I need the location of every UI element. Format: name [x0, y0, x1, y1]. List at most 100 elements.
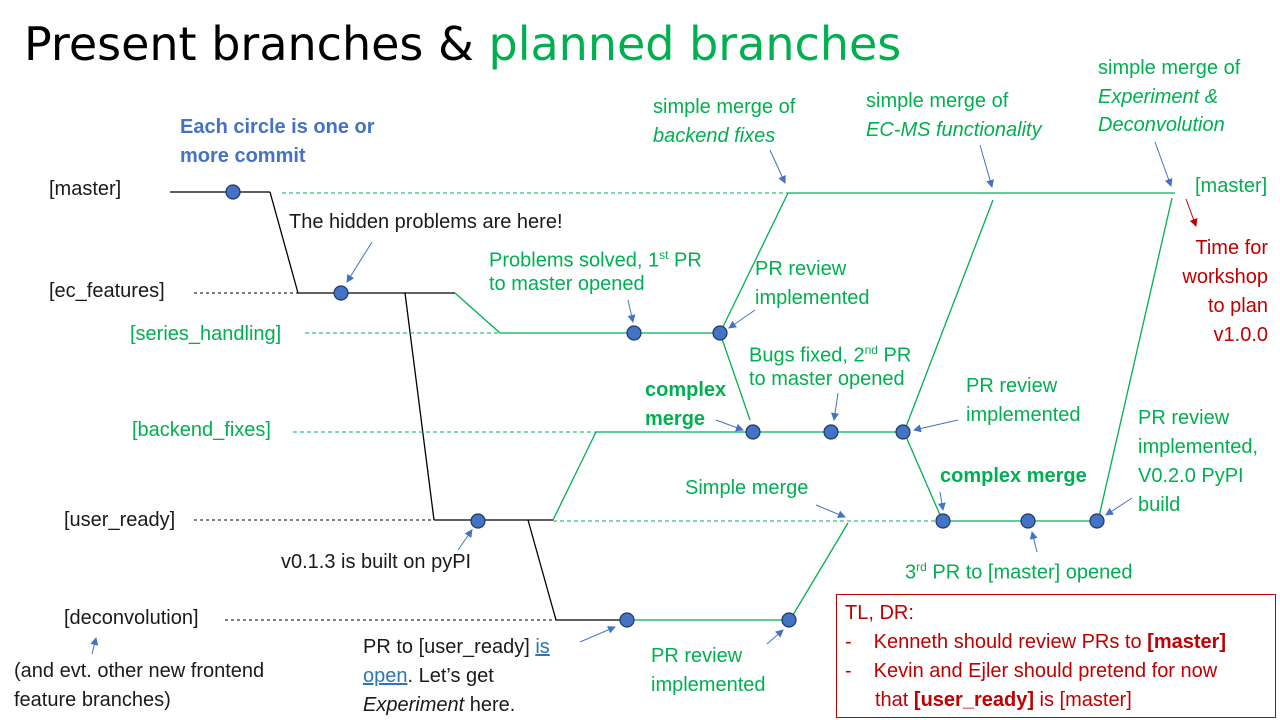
commit-series-2: [712, 325, 728, 341]
note-bugs-fixed-2: to master opened: [749, 368, 905, 390]
note-circle-2: more commit: [180, 145, 306, 167]
commit-master: [225, 184, 241, 200]
arrow-pr-review-2: [913, 419, 959, 433]
user-ready-to-deconv-line: [527, 519, 557, 621]
branch-label-master-right: [master]: [1195, 175, 1268, 197]
bugs-fixed-sup: nd: [864, 343, 878, 357]
commit-deconv-2: [781, 612, 797, 628]
existing-branch-lines: [170, 191, 628, 621]
note-pr-review-4a: PR review: [651, 645, 743, 667]
note-workshop-2: workshop: [1182, 266, 1268, 288]
commit-user-ready-4: [1089, 513, 1105, 529]
commit-user-ready-2: [935, 513, 951, 529]
note-pr-review-1b: implemented: [755, 287, 870, 309]
arrow-other-frontend: [90, 637, 99, 655]
title-planned: planned branches: [488, 17, 902, 71]
series-to-backend: [719, 332, 751, 421]
branch-label-master: [master]: [49, 178, 122, 200]
commit-series-1: [626, 325, 642, 341]
bugs-fixed-text: Bugs fixed, 2: [749, 344, 865, 367]
branch-leaders: [194, 292, 556, 621]
note-complex-merge-2: merge: [645, 408, 706, 430]
arrow-third-pr: [1029, 531, 1038, 553]
note-pr-review-1a: PR review: [755, 258, 847, 280]
problems-solved-sup: st: [659, 248, 669, 262]
commits: [225, 184, 1105, 628]
tldr-item-2-that: that: [875, 689, 914, 711]
arrow-merge-ecms: [979, 144, 994, 188]
commit-user-ready-3: [1020, 513, 1036, 529]
note-pr-review-4b: implemented: [651, 674, 766, 696]
backend-to-master: [903, 199, 994, 433]
ec-to-user-ready-line: [404, 292, 435, 521]
note-problems-solved-1: Problems solved, 1st PR: [489, 241, 702, 276]
tldr-item-1: -Kenneth should review PRs to [master]: [845, 628, 1267, 657]
note-problems-solved-2: to master opened: [489, 273, 645, 295]
series-to-master: [719, 192, 789, 334]
arrow-bugs-fixed: [831, 392, 839, 421]
note-pr-review-3c: V0.2.0 PyPI: [1138, 465, 1244, 487]
note-merge-ecms-2: EC-MS functionality: [866, 119, 1042, 141]
user-ready-to-master: [1097, 197, 1173, 522]
arrow-pr-user-ready: [579, 626, 616, 643]
note-workshop-1: Time for: [1195, 237, 1268, 259]
branch-label-user-ready: [user_ready]: [64, 509, 176, 531]
series-branch-off: [454, 292, 501, 334]
arrow-simple-merge: [815, 504, 846, 519]
commit-deconv-1: [619, 612, 635, 628]
arrow-complex-merge-b: [937, 491, 946, 511]
note-other-frontend-2: feature branches): [14, 689, 171, 711]
third-pr-sup: rd: [916, 560, 927, 574]
pr-is-link[interactable]: is: [535, 636, 550, 658]
tldr-item-2-user-ready: [user_ready]: [913, 689, 1034, 711]
note-pr-user-ready-line3: Experiment here.: [363, 691, 515, 720]
tldr-dash-2: -: [845, 660, 852, 682]
note-merge-exp-1: simple merge of: [1098, 57, 1241, 79]
note-workshop-4: v1.0.0: [1213, 324, 1268, 346]
tldr-item-2-text: Kevin and Ejler should pretend for now: [873, 660, 1218, 682]
arrow-pr-review-1: [728, 309, 756, 329]
arrow-hidden-problems: [346, 241, 373, 283]
branch-label-backend-fixes: [backend_fixes]: [132, 419, 271, 441]
branch-label-series-handling: [series_handling]: [130, 323, 282, 345]
third-pr-num: 3: [905, 561, 917, 584]
tldr-item-2-end: is [master]: [1033, 689, 1132, 711]
note-merge-exp-2: Experiment &: [1098, 86, 1219, 108]
commit-ec-features: [333, 285, 349, 301]
tldr-item-1-text: Kenneth should review PRs to: [873, 631, 1148, 653]
tldr-heading: TL, DR:: [845, 602, 914, 624]
note-hidden-problems: The hidden problems are here!: [289, 211, 563, 233]
pr-open-link[interactable]: open: [363, 665, 408, 687]
note-merge-backend-2: backend fixes: [653, 125, 776, 147]
note-v013: v0.1.3 is built on pyPI: [281, 551, 472, 573]
third-pr-text: PR to [master] opened: [926, 561, 1133, 584]
commit-user-ready: [470, 513, 486, 529]
note-complex-merge-1: complex: [645, 379, 727, 401]
note-pr-review-3a: PR review: [1138, 407, 1230, 429]
tldr-item-2-cont: that [user_ready] is [master]: [845, 686, 1267, 715]
arrow-merge-backend: [769, 149, 786, 184]
note-circle-1: Each circle is one or: [180, 116, 375, 138]
planned-leaders: [282, 192, 940, 522]
note-experiment: Experiment: [363, 694, 465, 716]
note-pr-review-2b: implemented: [966, 404, 1081, 426]
master-to-ec-line: [269, 191, 299, 294]
tldr-item-1-master: [master]: [1147, 631, 1227, 653]
note-merge-exp-3: Deconvolution: [1098, 114, 1225, 136]
branch-label-deconvolution: [deconvolution]: [64, 607, 199, 629]
problems-solved-text: Problems solved, 1: [489, 249, 660, 272]
title-present: Present branches &: [24, 17, 489, 71]
problems-solved-pr: PR: [668, 249, 702, 272]
note-pr-user-ready-line1: PR to [user_ready] is: [363, 633, 550, 662]
page-title: Present branches & planned branches: [24, 14, 901, 74]
note-pr-user-ready-b: . Let’s get: [407, 665, 494, 687]
arrow-pr-review-4: [766, 629, 784, 645]
arrow-workshop: [1185, 198, 1198, 227]
arrow-complex-merge: [715, 419, 744, 432]
deconv-to-user-ready: [789, 522, 849, 621]
callout-arrows: [90, 141, 1173, 655]
arrow-merge-exp: [1154, 141, 1173, 187]
note-third-pr: 3rd PR to [master] opened: [905, 553, 1132, 588]
note-bugs-fixed-1: Bugs fixed, 2nd PR: [749, 336, 911, 371]
